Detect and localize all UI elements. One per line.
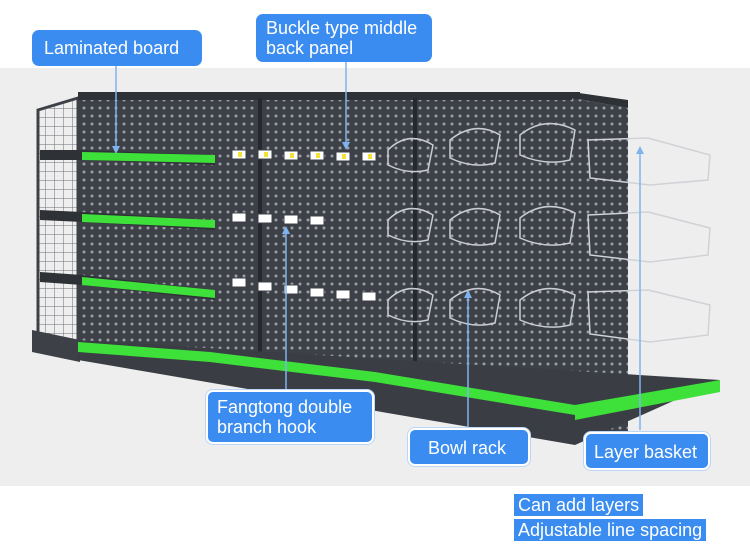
callout-buckle-line2: back panel: [266, 38, 354, 58]
pointer-arrowheads: [112, 142, 644, 298]
right-end-column: [572, 92, 628, 440]
callout-pointers: [115, 62, 641, 430]
callout-buckle-panel: Buckle type middle back panel: [256, 14, 432, 62]
callout-fangtong-line2: branch hook: [217, 417, 317, 437]
shelf-middle: [40, 210, 215, 230]
layer-baskets: [587, 137, 711, 343]
callout-layer-basket-text: Layer basket: [594, 442, 698, 462]
callout-laminated-board: Laminated board: [32, 30, 202, 66]
left-end-panel: [32, 95, 80, 362]
pegboard-back: [78, 92, 580, 375]
callout-layer-basket: Layer basket: [584, 432, 710, 470]
shelf-top: [40, 150, 215, 165]
callout-fangtong-line1: Fangtong double: [217, 397, 353, 417]
callout-laminated-board-text: Laminated board: [44, 38, 180, 58]
note-adjustable-spacing: Adjustable line spacing: [514, 519, 707, 541]
callout-fangtong-hook: Fangtong double branch hook: [206, 390, 374, 444]
base-deck: [78, 340, 720, 445]
callout-bowl-rack: Bowl rack: [408, 428, 530, 466]
callout-bowl-rack-text: Bowl rack: [428, 438, 507, 458]
hook-tags: [238, 152, 372, 159]
bowl-racks: [387, 122, 576, 328]
shelf-lower: [40, 272, 215, 300]
note-can-add-layers: Can add layers: [514, 494, 644, 516]
callout-buckle-line1: Buckle type middle: [266, 18, 418, 38]
